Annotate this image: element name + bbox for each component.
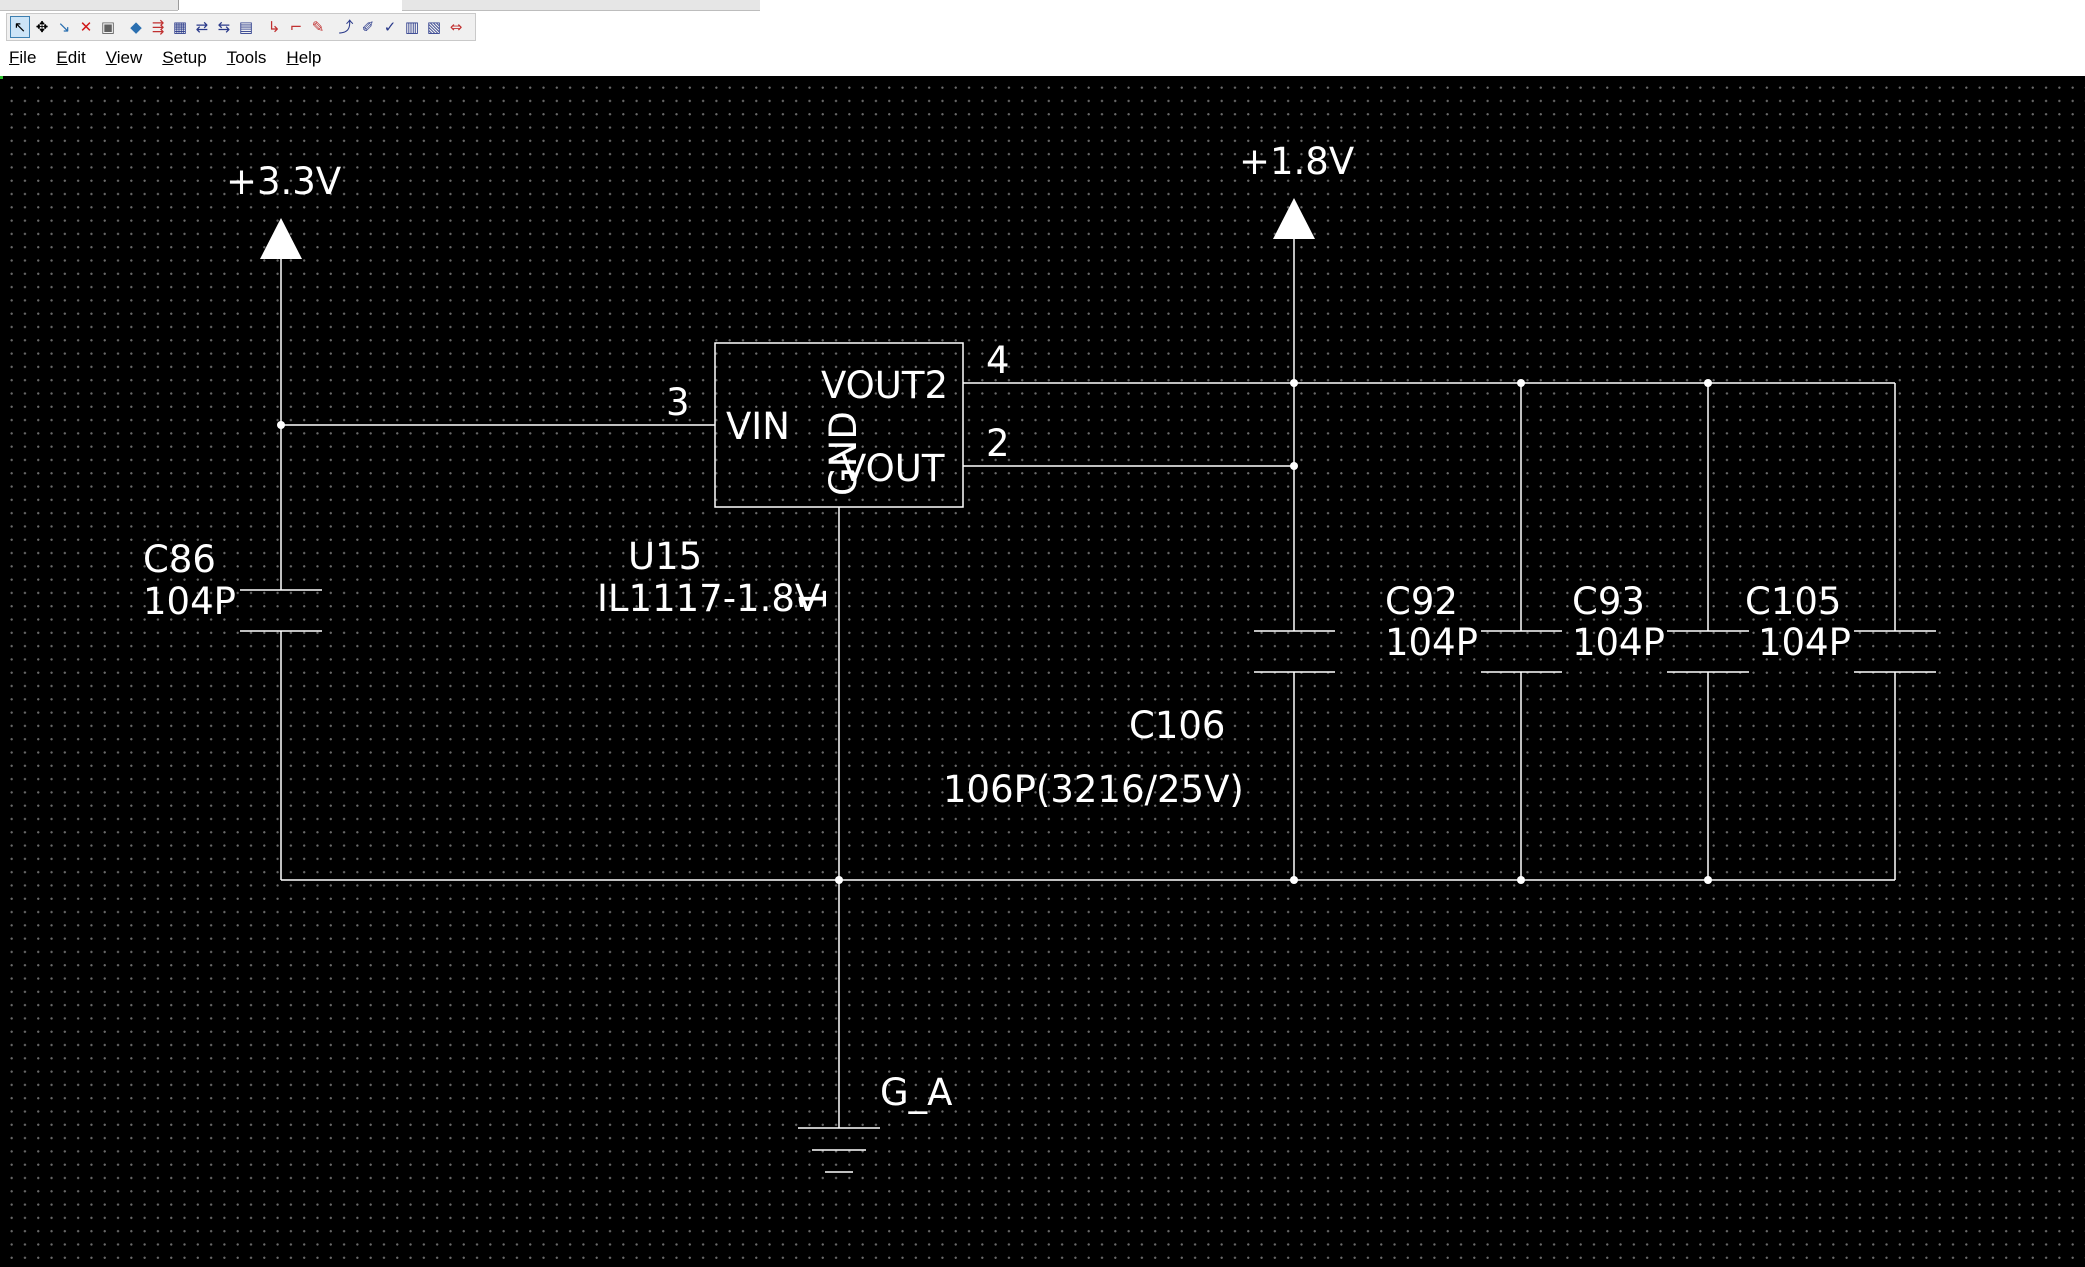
c86-value[interactable]: 104P (143, 580, 236, 623)
capacitor-c105-symbol[interactable] (1854, 630, 1936, 673)
menu-mnemonic: F (9, 48, 20, 67)
add-wire-icon[interactable]: ⌐ (289, 17, 303, 36)
menu-tools[interactable]: Tools (217, 46, 277, 70)
menu-label-rest: dit (67, 48, 86, 67)
menu-label-rest: etup (173, 48, 207, 67)
menu-edit[interactable]: Edit (46, 46, 95, 70)
menu-mnemonic: E (56, 48, 68, 67)
power-symbol-1v8-icon[interactable] (1273, 198, 1315, 239)
c106-reference[interactable]: C106 (1129, 704, 1225, 747)
u15-pin4-number: 4 (986, 339, 1010, 382)
u15-pin3-number: 3 (666, 381, 690, 424)
u15-pin-name-vout: VOUT (841, 447, 945, 490)
check-icon[interactable]: ✓ (383, 17, 397, 36)
u15-pin1-number: 1 (792, 587, 835, 611)
menu-file[interactable]: File (0, 46, 46, 70)
delete-icon[interactable]: ✕ (79, 17, 93, 36)
add-part-icon[interactable]: ◆ (130, 17, 142, 36)
properties-icon[interactable]: ▣ (100, 17, 116, 36)
netlist-icon[interactable]: ▧ (426, 17, 442, 36)
menu-label-rest: ile (19, 48, 37, 67)
active-document-tab[interactable] (178, 0, 404, 10)
capacitor-c92-symbol[interactable] (1481, 630, 1562, 673)
menu-mnemonic: V (105, 48, 117, 67)
select-arrow-icon[interactable]: ↖ (10, 16, 30, 38)
junction-dots (277, 379, 1712, 884)
origin-marker (0, 76, 3, 79)
menu-setup[interactable]: Setup (152, 46, 216, 70)
c105-value[interactable]: 104P (1758, 621, 1851, 664)
add-bus-icon[interactable]: ⇶ (151, 17, 165, 36)
junction-dot (1517, 876, 1525, 884)
junction-dot (835, 876, 843, 884)
junction-dot (1704, 379, 1712, 387)
ground-symbol-icon[interactable] (798, 1127, 880, 1173)
junction-dot (1517, 379, 1525, 387)
report-icon[interactable]: ▥ (404, 17, 420, 36)
add-net-icon[interactable]: ▦ (172, 17, 188, 36)
menu-label-rest: elp (298, 48, 322, 67)
power-net-label-3v3[interactable]: +3.3V (226, 160, 341, 203)
u15-pin-name-vin: VIN (726, 405, 790, 448)
capacitor-c86-symbol[interactable] (240, 589, 322, 632)
u15-pin-name-vout2: VOUT2 (821, 364, 948, 407)
menu-help[interactable]: Help (276, 46, 331, 70)
menu-view[interactable]: View (96, 46, 153, 70)
menu-label-rest: ools (235, 48, 267, 67)
document-tab[interactable] (402, 0, 760, 11)
menu-mnemonic: T (226, 48, 236, 67)
junction-dot (1290, 379, 1298, 387)
ic-u15-body[interactable] (714, 342, 964, 508)
schematic-drawing[interactable]: +3.3V +1.8V 3 4 2 1 VIN VOUT2 VOUT GND U… (0, 76, 2085, 1267)
capacitor-plates (240, 589, 1936, 673)
menu-mnemonic: S (162, 48, 174, 67)
c92-value[interactable]: 104P (1385, 621, 1478, 664)
hierarchy-icon[interactable]: ⤴ (338, 17, 354, 36)
junction-dot (1290, 876, 1298, 884)
annotate-icon[interactable]: ✐ (361, 17, 375, 36)
schematic-editing-toolbar: ↖ ✥ ↘ ✕ ▣ ◆ ⇶ ▦ ⇄ ⇆ ▤ ↳ ⌐ ✎ ⤴ ✐ ✓ ▥ ▧ ⇔ (6, 13, 476, 41)
document-tab-strip (0, 0, 2085, 11)
renumber-icon[interactable]: ▤ (238, 17, 254, 36)
u15-value[interactable]: IL1117-1.8V (597, 577, 820, 620)
junction-dot (1290, 462, 1298, 470)
u15-pin2-number: 2 (986, 422, 1010, 465)
cross-probe-icon[interactable]: ⇔ (449, 17, 463, 36)
c106-value[interactable]: 106P(3216/25V) (943, 768, 1244, 811)
menu-mnemonic: H (286, 48, 299, 67)
wires (280, 239, 1896, 1128)
drag-wire-icon[interactable]: ↘ (57, 17, 71, 36)
move-icon[interactable]: ✥ (35, 17, 49, 36)
capacitor-c106-symbol[interactable] (1254, 630, 1335, 673)
junction-dot (1704, 876, 1712, 884)
power-symbol-3v3-icon[interactable] (260, 218, 302, 259)
c93-reference[interactable]: C93 (1572, 580, 1645, 623)
u15-pin-name-gnd: GND (822, 411, 865, 496)
ground-net-label[interactable]: G_A (880, 1071, 952, 1114)
capacitor-c93-symbol[interactable] (1667, 630, 1749, 673)
c86-reference[interactable]: C86 (143, 538, 216, 581)
junction-dot (277, 421, 285, 429)
menu-label-rest: iew (116, 48, 143, 67)
u15-reference[interactable]: U15 (628, 535, 702, 578)
c92-reference[interactable]: C92 (1385, 580, 1458, 623)
c93-value[interactable]: 104P (1572, 621, 1665, 664)
add-text-icon[interactable]: ✎ (311, 17, 325, 36)
power-net-label-1v8[interactable]: +1.8V (1239, 140, 1354, 183)
swap-pins-icon[interactable]: ⇄ (195, 17, 209, 36)
swap-gates-icon[interactable]: ⇆ (217, 17, 231, 36)
add-connection-icon[interactable]: ↳ (267, 17, 281, 36)
document-tab[interactable] (0, 0, 178, 11)
c105-reference[interactable]: C105 (1745, 580, 1841, 623)
